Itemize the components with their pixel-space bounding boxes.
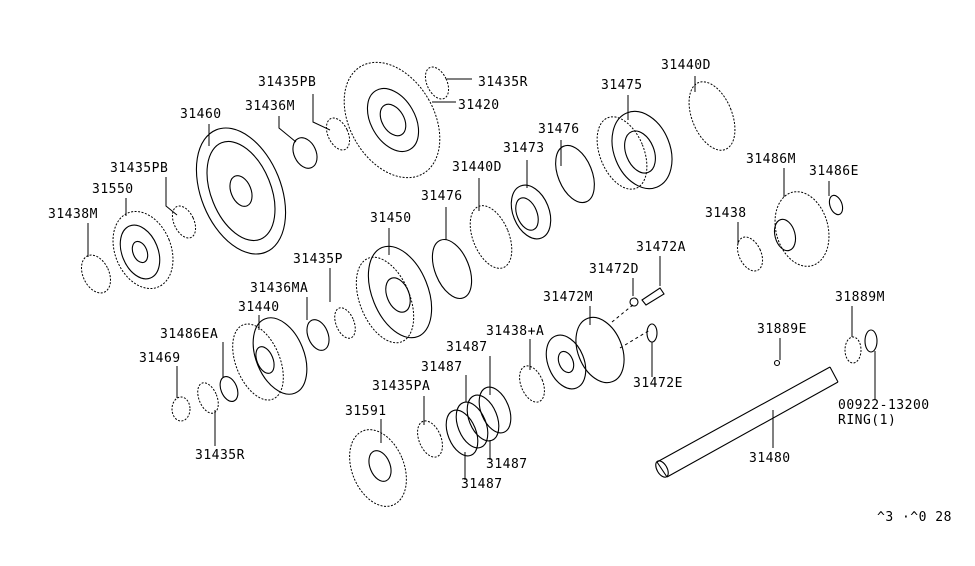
- label-31435PA: 31435PA: [372, 379, 430, 394]
- part-31440-gear: [232, 317, 308, 401]
- label-31486EA: 31486EA: [160, 327, 218, 342]
- label-31436MA: 31436MA: [250, 281, 308, 296]
- label-31469: 31469: [139, 351, 181, 366]
- part-31473-bearing: [510, 184, 552, 240]
- label-31436M: 31436M: [245, 99, 295, 114]
- label-31472A: 31472A: [636, 240, 686, 255]
- part-31550-gear: [112, 210, 174, 290]
- part-31438A-washer: [519, 365, 545, 403]
- part-ring-00922: [864, 329, 878, 353]
- part-31460-carrier: [195, 127, 287, 255]
- part-31476-snap-ring: [431, 239, 473, 299]
- label-31889M: 31889M: [835, 290, 885, 305]
- label-31486E: 31486E: [809, 164, 859, 179]
- part-31591-gear: [349, 429, 407, 507]
- label-31440D-top: 31440D: [661, 58, 711, 73]
- dash-line: [611, 303, 651, 349]
- label-31487-b: 31487: [421, 360, 463, 375]
- part-31436MA-washer: [306, 319, 330, 351]
- label-31472M: 31472M: [543, 290, 593, 305]
- part-31440D-ring: [469, 205, 513, 269]
- label-31438A: 31438+A: [486, 324, 544, 339]
- part-31889M-gear: [844, 336, 862, 364]
- part-31440D-ring-top: [688, 81, 736, 151]
- label-31472D: 31472D: [589, 262, 639, 277]
- part-31438-washer: [736, 236, 764, 272]
- label-31487-d: 31487: [461, 477, 503, 492]
- label-31487-c: 31487: [486, 457, 528, 472]
- label-00922-13200: 00922-13200: [838, 398, 930, 413]
- part-31436M-washer: [292, 137, 318, 169]
- label-31473: 31473: [503, 141, 545, 156]
- label-ring: RING(1): [838, 413, 896, 428]
- label-31889E: 31889E: [757, 322, 807, 337]
- label-31475: 31475: [601, 78, 643, 93]
- label-31480: 31480: [749, 451, 791, 466]
- part-31889E-ball: [773, 359, 781, 367]
- part-31435R-bearing: [197, 382, 219, 414]
- label-31420: 31420: [458, 98, 500, 113]
- part-31435PA-bearing: [417, 420, 443, 458]
- label-31435PB-top: 31435PB: [258, 75, 316, 90]
- label-31486M: 31486M: [746, 152, 796, 167]
- label-31435PB: 31435PB: [110, 161, 168, 176]
- part-31472E-plug: [646, 323, 658, 343]
- label-31591: 31591: [345, 404, 387, 419]
- label-31476-top: 31476: [538, 122, 580, 137]
- part-31469-gear: [171, 396, 191, 422]
- part-31472A-bolt: [641, 287, 665, 306]
- part-31486M-gear: [773, 191, 830, 267]
- part-31435PB-bearing-top: [325, 117, 351, 151]
- part-31472M-piston: [545, 316, 625, 390]
- part-31475-drum: [596, 110, 673, 190]
- part-31472D-washer: [629, 297, 639, 307]
- label-31550: 31550: [92, 182, 134, 197]
- part-31450-clutch-hub: [355, 245, 433, 344]
- part-31486E-clip: [828, 194, 844, 216]
- label-31460: 31460: [180, 107, 222, 122]
- label-31440D: 31440D: [452, 160, 502, 175]
- label-31438: 31438: [705, 206, 747, 221]
- part-31487-seals: [445, 386, 512, 457]
- label-31435P: 31435P: [293, 252, 343, 267]
- part-31438M-washer: [80, 254, 112, 294]
- leader-lines: [87, 76, 876, 480]
- part-31435P-bearing: [334, 307, 356, 339]
- part-31486EA-clip: [219, 376, 239, 402]
- part-31476-snap-ring-top: [555, 144, 595, 204]
- label-31435R: 31435R: [195, 448, 245, 463]
- label-31487-a: 31487: [446, 340, 488, 355]
- label-31435R-top: 31435R: [478, 75, 528, 90]
- label-31472E: 31472E: [633, 376, 683, 391]
- label-31438M: 31438M: [48, 207, 98, 222]
- label-31440: 31440: [238, 300, 280, 315]
- label-31450: 31450: [370, 211, 412, 226]
- part-31435R-bearing-top: [424, 66, 450, 100]
- label-31476: 31476: [421, 189, 463, 204]
- part-31420-sprocket: [343, 61, 441, 179]
- figure-code: ^3 ·^0 28: [877, 510, 952, 525]
- part-31435PB-bearing: [171, 205, 197, 239]
- part-31480-shaft: [655, 366, 839, 478]
